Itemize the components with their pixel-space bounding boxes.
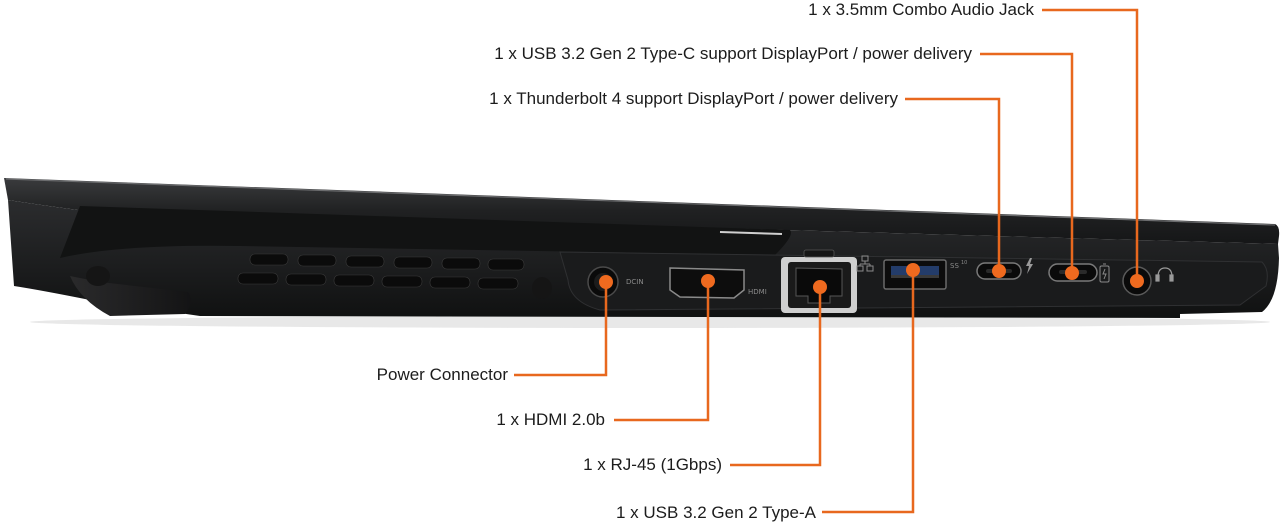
label-rj45: 1 x RJ-45 (1Gbps) <box>583 455 722 474</box>
callout-dot-rj45 <box>813 280 827 294</box>
callout-line-usb-c <box>980 52 1074 273</box>
thunderbolt-icon <box>1026 258 1033 274</box>
callout-line-thunderbolt <box>905 97 1001 271</box>
power-delivery-icon <box>1099 263 1110 283</box>
rubber-foot <box>70 276 191 316</box>
dcin-marking: DCIN <box>626 278 644 286</box>
callout-line-hdmi <box>614 281 710 422</box>
callout-line-rj45 <box>730 287 822 467</box>
ss-marking: SS 10 <box>950 260 967 270</box>
callout-dot-audio <box>1130 274 1144 288</box>
svg-text:10: 10 <box>961 260 967 266</box>
cooling-vents <box>237 253 525 290</box>
label-audio-jack: 1 x 3.5mm Combo Audio Jack <box>808 0 1034 19</box>
callout-dot-usb-a <box>906 263 920 277</box>
foot-knob-right <box>532 277 552 299</box>
foot-knob <box>86 266 110 286</box>
laptop-lid <box>4 178 1280 244</box>
callout-dot-power <box>599 275 613 289</box>
label-usb-a: 1 x USB 3.2 Gen 2 Type-A <box>615 503 816 522</box>
floor-shadow <box>30 316 1270 328</box>
label-usb-c: 1 x USB 3.2 Gen 2 Type-C support Display… <box>494 44 972 63</box>
hinge-highlight <box>719 231 783 235</box>
callout-line-power <box>514 282 608 377</box>
hinge-groove <box>60 206 791 258</box>
label-thunderbolt: 1 x Thunderbolt 4 support DisplayPort / … <box>489 89 898 108</box>
callout-dots <box>599 263 1144 294</box>
headset-icon <box>1155 267 1174 282</box>
hdmi-marking: HDMI <box>748 288 767 296</box>
lan-icon <box>856 255 874 272</box>
svg-text:SS: SS <box>950 262 959 270</box>
label-hdmi: 1 x HDMI 2.0b <box>496 410 605 429</box>
callout-dot-hdmi <box>701 274 715 288</box>
lid-highlight <box>5 178 1276 226</box>
label-power-connector: Power Connector <box>376 365 508 384</box>
callout-line-audio <box>1042 8 1139 281</box>
callout-dot-thunderbolt <box>992 264 1006 278</box>
callout-lines <box>514 8 1139 514</box>
callout-dot-usb-c <box>1065 266 1079 280</box>
callout-line-usb-a <box>822 270 915 514</box>
